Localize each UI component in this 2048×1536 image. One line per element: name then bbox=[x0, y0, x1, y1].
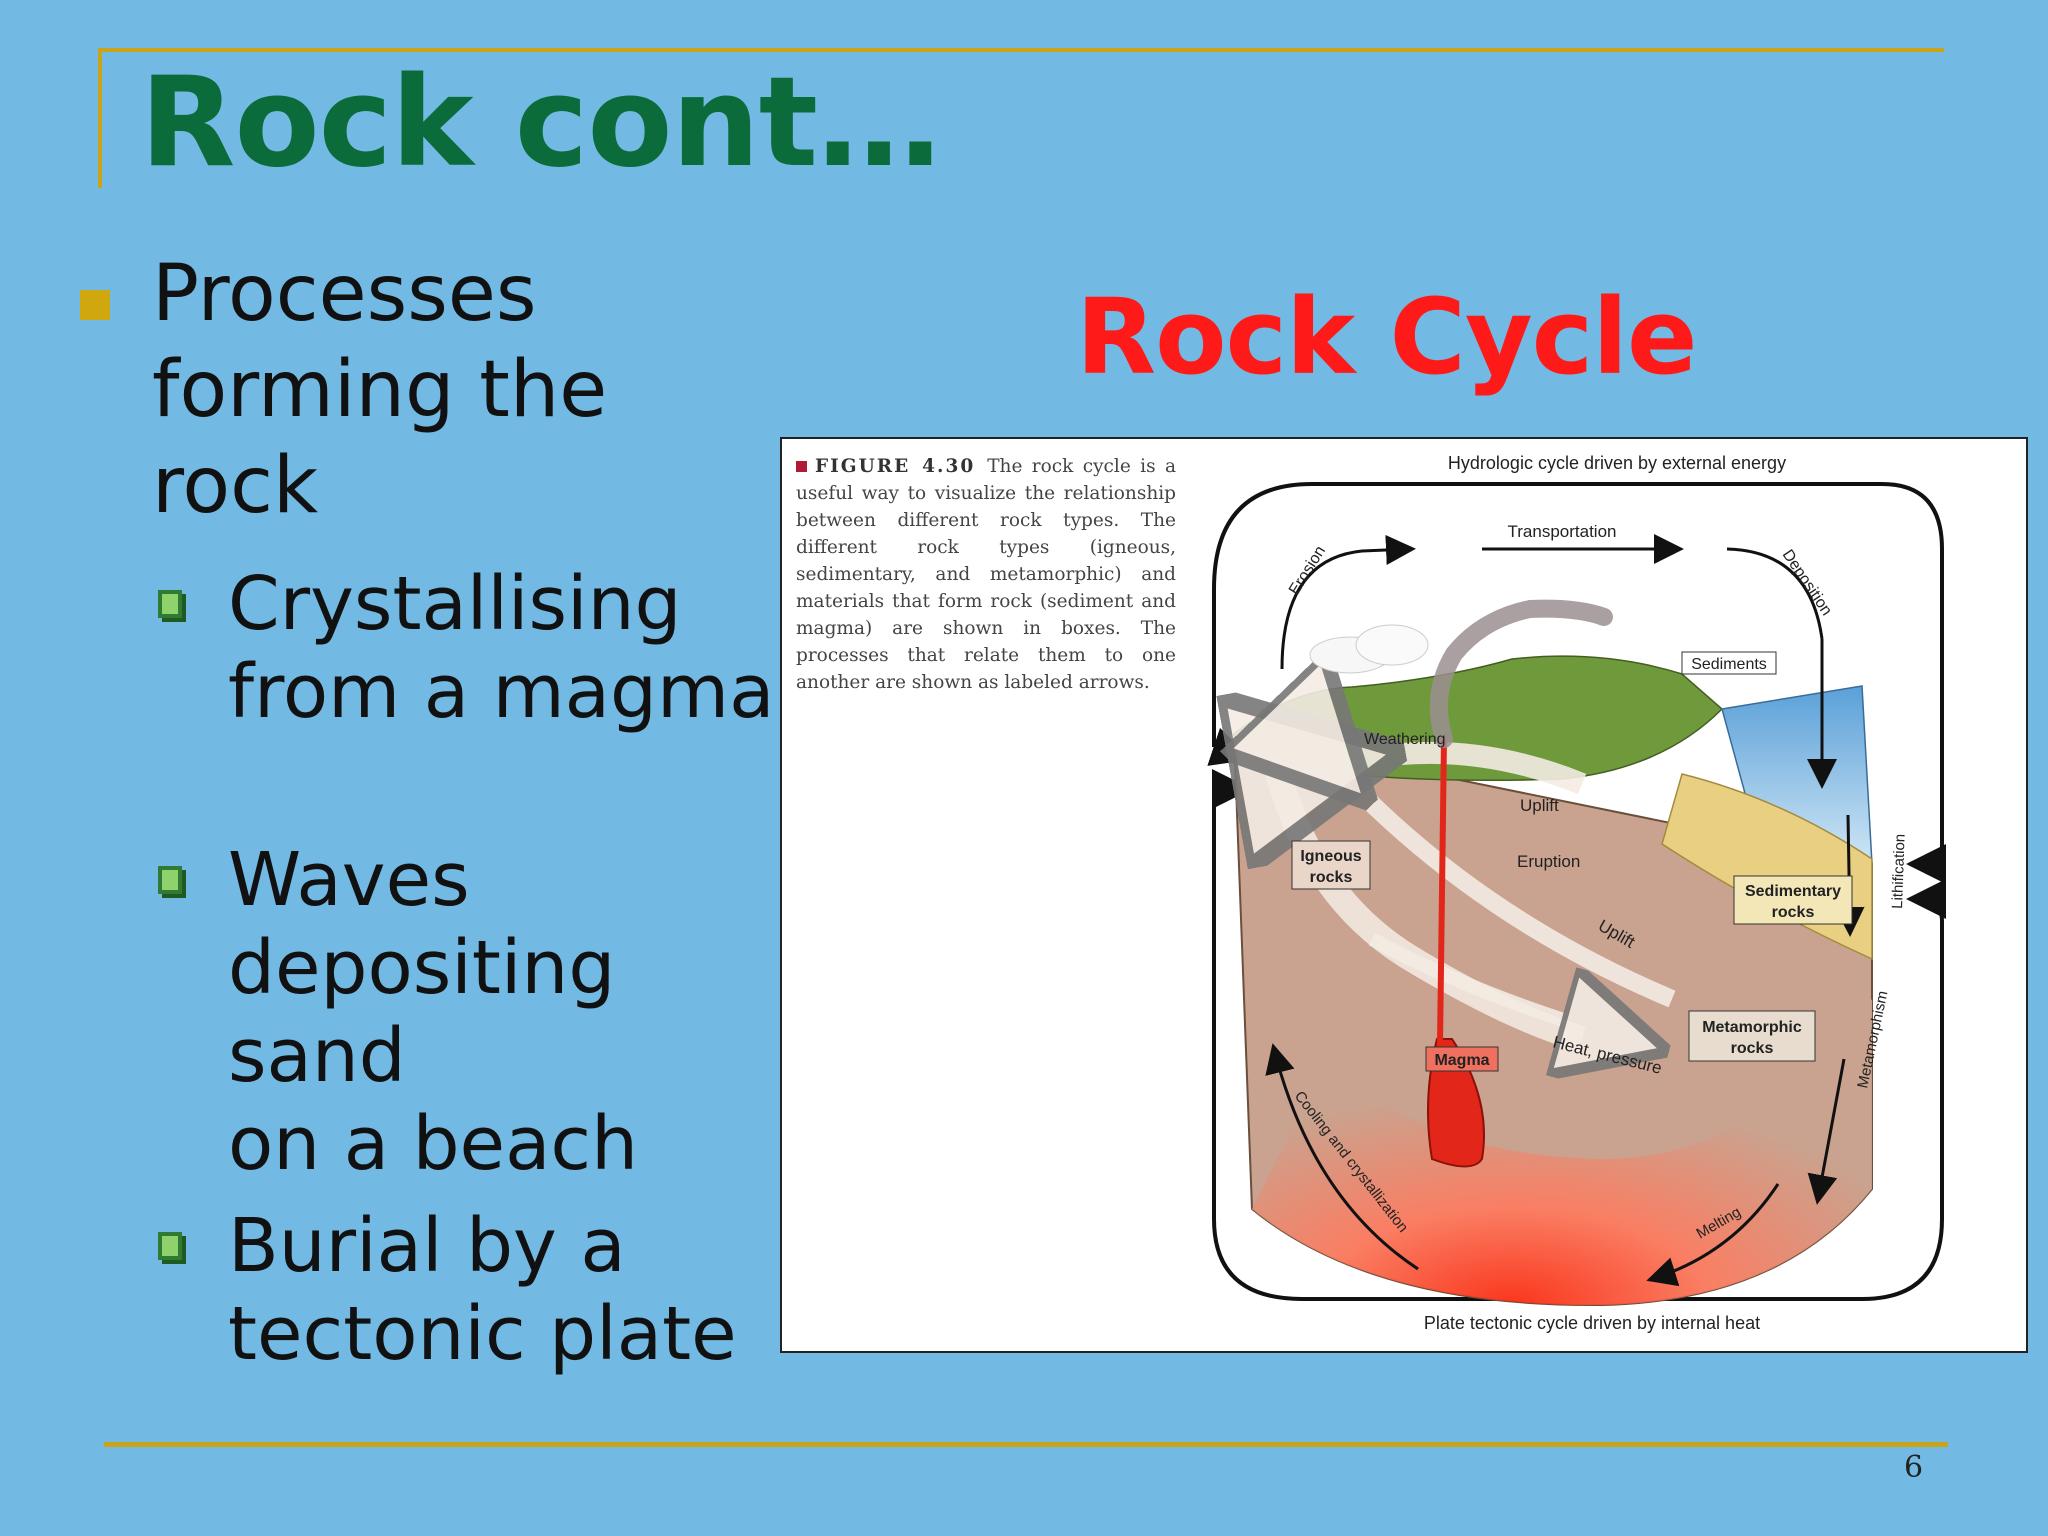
hydrologic-cycle-loop bbox=[1212, 482, 1944, 864]
sediments-box bbox=[1681, 651, 1777, 675]
metamorphic-rocks-box bbox=[1688, 1010, 1816, 1062]
erosion-arrow bbox=[1280, 535, 1416, 670]
erosion-label: Erosion bbox=[1286, 543, 1329, 598]
sedimentary-label-1: Sedimentary bbox=[1745, 883, 1841, 900]
magma-label: Magma bbox=[1434, 1052, 1489, 1069]
slide-title: Rock cont… bbox=[140, 51, 941, 195]
frame-bottom-line bbox=[104, 1442, 1948, 1447]
frame-top-line bbox=[98, 48, 1944, 52]
rock-cycle-diagram: Hydrologic cycle driven by external ener… bbox=[1207, 453, 1947, 1333]
main-bullet-marker bbox=[80, 290, 110, 320]
sub-bullet-marker bbox=[158, 866, 182, 894]
main-bullet-text: Processes forming the rock bbox=[152, 249, 608, 531]
deposition-arrow bbox=[1726, 547, 1824, 640]
lithification-label: Lithification bbox=[1889, 834, 1909, 910]
transportation-label: Transportation bbox=[1508, 522, 1617, 541]
deposition-label: Deposition bbox=[1779, 547, 1835, 619]
slide-subtitle: Rock Cycle bbox=[1076, 276, 1697, 398]
frame-left-line bbox=[98, 48, 102, 188]
heat-zone bbox=[1252, 999, 1872, 1306]
weathering-label: Weathering bbox=[1364, 731, 1446, 748]
eruption-label: Eruption bbox=[1517, 852, 1580, 871]
igneous-rocks-box bbox=[1291, 840, 1371, 890]
sedimentary-label-2: rocks bbox=[1772, 904, 1815, 921]
sub-bullet-marker bbox=[158, 1232, 182, 1260]
tectonic-cycle-loop bbox=[1211, 769, 1944, 1301]
volcanic-plume bbox=[1429, 599, 1613, 748]
igneous-label-1: Igneous bbox=[1300, 848, 1361, 865]
hydrologic-cycle-label: Hydrologic cycle driven by external ener… bbox=[1448, 453, 1786, 473]
tectonic-cycle-label: Plate tectonic cycle driven by internal … bbox=[1424, 1313, 1760, 1333]
sub-bullet-text: Crystallising from a magma bbox=[228, 561, 775, 735]
cooling-arrow bbox=[1265, 1043, 1419, 1271]
figure-number: FIGURE 4.30 bbox=[815, 456, 976, 477]
metamorphic-label-1: Metamorphic bbox=[1702, 1019, 1802, 1036]
cloud-2 bbox=[1355, 624, 1429, 666]
melting-arrow bbox=[1646, 1183, 1780, 1287]
igneous-label-2: rocks bbox=[1310, 869, 1353, 886]
sediments-label: Sediments bbox=[1691, 656, 1767, 673]
heat-pressure-arrow bbox=[1368, 932, 1642, 1044]
metamorphism-arrow bbox=[1807, 1058, 1846, 1205]
sedimentary-rocks-box bbox=[1733, 875, 1853, 925]
sub-bullet-marker bbox=[158, 590, 182, 618]
figure-marker bbox=[796, 461, 807, 472]
page-number: 6 bbox=[1904, 1450, 1924, 1485]
figure-caption-text: The rock cycle is a useful way to visual… bbox=[796, 456, 1176, 693]
magma-box bbox=[1425, 1046, 1499, 1072]
sub-bullet-text: Waves depositing sand on a beach bbox=[228, 837, 638, 1187]
tectonic-return-arrow bbox=[1906, 879, 1947, 922]
metamorphic-label-2: rocks bbox=[1731, 1040, 1774, 1057]
uplift-top-label: Uplift bbox=[1520, 796, 1559, 815]
uplift-arrow-top bbox=[1362, 753, 1587, 784]
sub-bullet-text: Burial by a tectonic plate bbox=[228, 1203, 737, 1377]
magma-conduit bbox=[1437, 738, 1447, 1045]
